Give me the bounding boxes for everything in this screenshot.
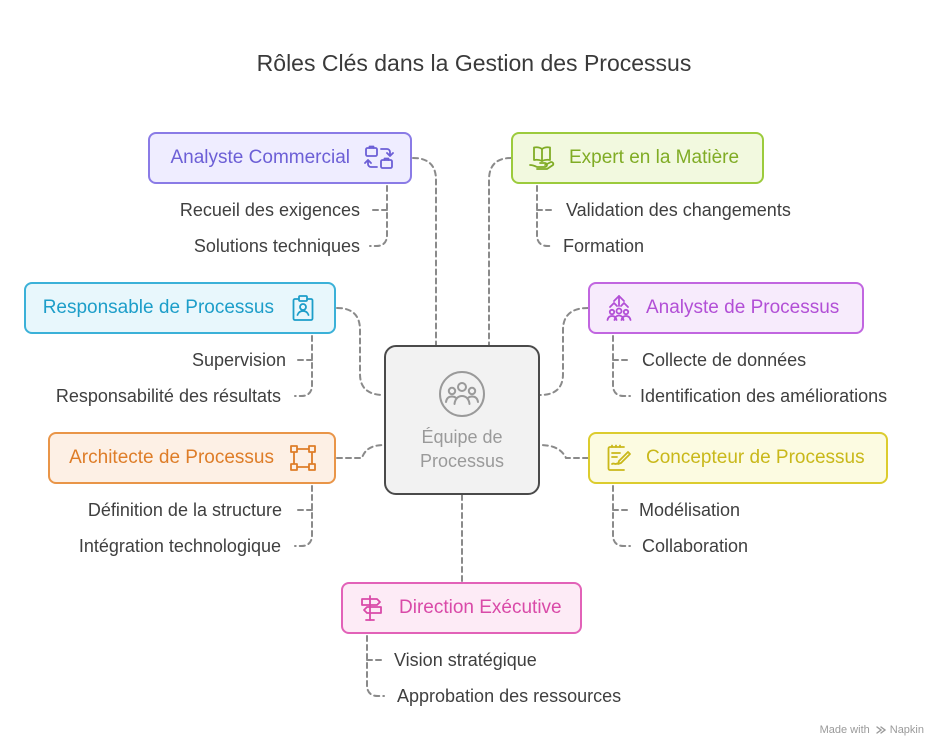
sub-item: Responsabilité des résultats xyxy=(55,386,281,406)
sub-item: Définition de la structure xyxy=(87,500,282,520)
made-with-text: Made with xyxy=(819,724,870,736)
exchange-briefcase-icon xyxy=(364,143,394,173)
bracket-direction-executive xyxy=(366,635,385,697)
role-label: Expert en la Matière xyxy=(569,147,740,168)
bracket-responsable-processus xyxy=(294,335,313,397)
bracket-expert-matiere xyxy=(536,185,554,247)
center-label: Équipe de Processus xyxy=(419,427,505,471)
frame-icon xyxy=(288,443,318,473)
role-label: Analyste Commercial xyxy=(170,147,351,168)
team-icon xyxy=(437,369,487,419)
sub-item: Collecte de données xyxy=(642,350,807,370)
role-label: Analyste de Processus xyxy=(646,297,840,318)
sub-item: Validation des changements xyxy=(566,200,791,220)
group-growth-icon xyxy=(604,293,634,323)
bracket-analyste-processus xyxy=(612,335,631,397)
sub-item: Formation xyxy=(563,236,645,256)
role-analyste-processus[interactable]: Analyste de Processus xyxy=(588,282,864,334)
connector-analyste-processus xyxy=(539,307,589,396)
role-label: Concepteur de Processus xyxy=(646,447,865,468)
sub-item: Approbation des ressources xyxy=(397,686,622,706)
sub-item: Supervision xyxy=(191,350,286,370)
role-analyste-commercial[interactable]: Analyste Commercial xyxy=(148,132,412,184)
sub-item: Solutions techniques xyxy=(193,236,360,256)
connector-architecte-processus xyxy=(336,444,385,459)
signpost-icon xyxy=(357,593,387,623)
sub-item: Intégration technologique xyxy=(78,536,281,556)
connector-responsable-processus xyxy=(336,307,385,396)
diagram-title: Rôles Clés dans la Gestion des Processus xyxy=(256,50,692,76)
sub-item: Identification des améliorations xyxy=(640,386,888,406)
role-label: Architecte de Processus xyxy=(69,447,274,468)
center-hub[interactable]: Équipe de Processus xyxy=(384,345,540,495)
role-architecte-processus[interactable]: Architecte de Processus xyxy=(48,432,336,484)
connector-expert-matiere xyxy=(488,157,512,346)
sub-item: Vision stratégique xyxy=(394,650,537,670)
napkin-credit: Made with Napkin xyxy=(820,724,924,736)
sub-item: Modélisation xyxy=(639,500,741,520)
bracket-architecte-processus xyxy=(294,485,313,547)
sub-item: Recueil des exigences xyxy=(179,200,360,220)
bracket-analyste-commercial xyxy=(369,185,388,247)
notepad-pen-icon xyxy=(604,443,634,473)
badge-person-icon xyxy=(288,293,318,323)
role-label: Responsable de Processus xyxy=(42,297,274,318)
napkin-brand-text: Napkin xyxy=(889,724,924,736)
connector-concepteur-processus xyxy=(539,444,589,459)
connector-analyste-commercial xyxy=(412,157,437,346)
sub-item: Collaboration xyxy=(642,536,749,556)
role-expert-matiere[interactable]: Expert en la Matière xyxy=(511,132,764,184)
role-concepteur-processus[interactable]: Concepteur de Processus xyxy=(588,432,888,484)
role-direction-executive[interactable]: Direction Exécutive xyxy=(341,582,582,634)
bracket-concepteur-processus xyxy=(612,485,631,547)
napkin-logo-icon xyxy=(875,724,887,736)
role-responsable-processus[interactable]: Responsable de Processus xyxy=(24,282,336,334)
book-hand-icon xyxy=(527,143,557,173)
role-label: Direction Exécutive xyxy=(399,597,562,618)
